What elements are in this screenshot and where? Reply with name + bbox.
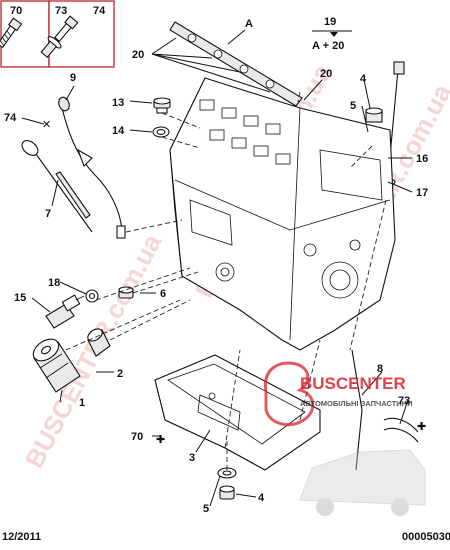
header-box-70-label: 70 [10, 5, 22, 17]
brand-tagline: АВТОМОБІЛЬНІ ЗАПЧАСТИНИ [300, 399, 412, 408]
callout-13: 13 [112, 97, 124, 109]
callout-70: 70 [131, 431, 143, 443]
washer-14 [152, 126, 170, 138]
bolt-73-74-icon [40, 15, 79, 58]
header-box-74-label: 74 [93, 5, 106, 17]
callout-74: 74 [4, 112, 17, 124]
brand-logo-watermark: BUSCENTER АВТОМОБІЛЬНІ ЗАПЧАСТИНИ [263, 361, 426, 516]
x-markers: ✕ [42, 119, 51, 131]
callout-8: 8 [377, 363, 383, 375]
washer-18 [85, 289, 99, 303]
oil-filter-1 [32, 338, 81, 393]
brand-b-logo-icon [263, 361, 315, 427]
callout-73: 73 [398, 395, 410, 407]
callout-4-top: 4 [360, 73, 367, 85]
dipstick-assembly-left [21, 140, 93, 233]
footer-code: 00005030 [402, 531, 450, 543]
callout-6: 6 [160, 288, 166, 300]
callout-1: 1 [79, 397, 85, 409]
callout-labels: 9 74 7 13 14 18 15 1 6 2 A 20 20 19 A + … [4, 16, 428, 515]
callout-20-left: 20 [132, 49, 144, 61]
callout-17: 17 [416, 187, 428, 199]
callout-15: 15 [14, 292, 26, 304]
callout-18: 18 [48, 277, 60, 289]
oil-sump [154, 354, 321, 471]
van-silhouette-icon [299, 449, 426, 516]
injector-rail [169, 21, 303, 107]
brand-name: BUSCENTER [300, 374, 406, 393]
guide-tube-8 [351, 349, 419, 471]
callout-A-plus-20: A + 20 [312, 40, 344, 52]
callout-16: 16 [416, 153, 428, 165]
bolt-70-icon [0, 17, 23, 49]
header-box-73-label: 73 [55, 5, 67, 17]
header-box-70: 70 [0, 0, 50, 68]
pressure-switch-15 [45, 294, 85, 329]
engine-block [169, 77, 396, 351]
washer-5-bottom [217, 467, 237, 479]
header-box-73-74: 73 74 [40, 0, 115, 68]
dashed-guides [65, 91, 387, 470]
callout-2: 2 [117, 368, 123, 380]
callout-7: 7 [45, 208, 51, 220]
adaptor-2 [87, 328, 111, 357]
plug-4-top [365, 107, 383, 123]
plus-marker-70: ✚ [156, 434, 165, 446]
bolt-13 [153, 97, 171, 114]
callout-5-top: 5 [350, 100, 356, 112]
callout-14: 14 [112, 125, 125, 137]
plus-markers: ✚ ✚ [156, 421, 426, 446]
plug-6 [118, 286, 134, 299]
callout-5-bottom: 5 [203, 503, 209, 515]
drain-plug-4 [219, 485, 235, 500]
plus-marker-73: ✚ [417, 421, 426, 433]
footer-date: 12/2011 [2, 531, 41, 543]
callout-9: 9 [70, 72, 76, 84]
callout-19: 19 [324, 16, 336, 28]
filler-tube-assembly [58, 96, 126, 239]
leader-lines [21, 29, 413, 507]
x-marker-74: ✕ [42, 119, 51, 131]
callout-3: 3 [189, 452, 195, 464]
callout-A: A [245, 18, 253, 30]
callout-4-bottom: 4 [258, 492, 265, 504]
callout-20-right: 20 [320, 68, 332, 80]
